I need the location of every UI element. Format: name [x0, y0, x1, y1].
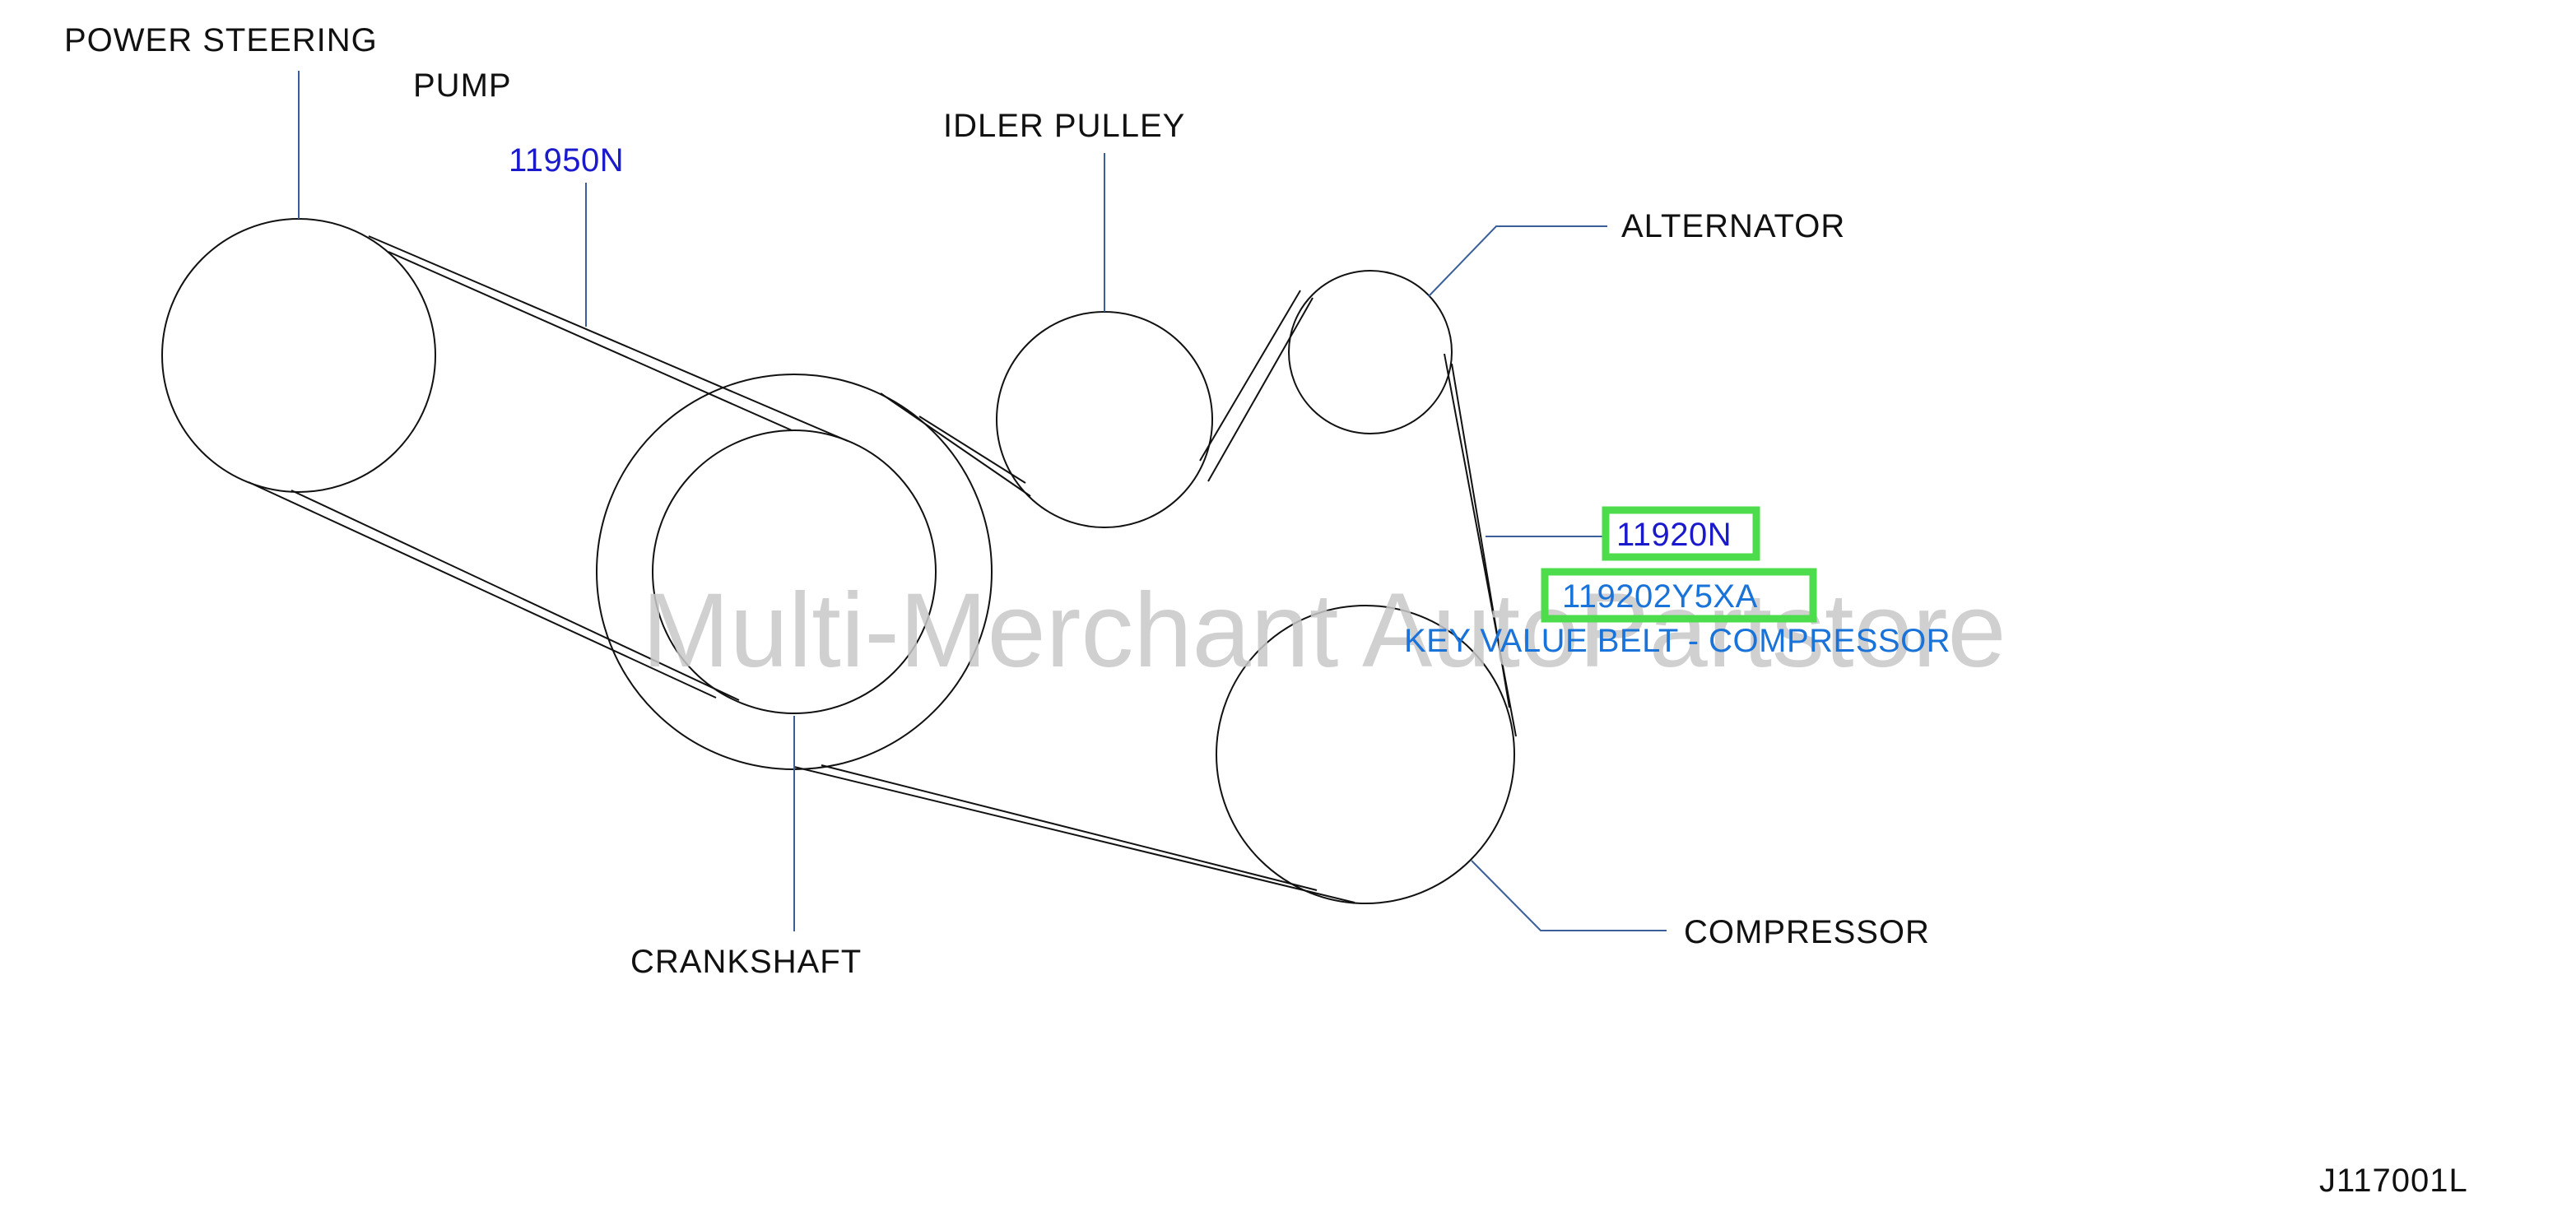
crankshaft-label: CRANKSHAFT	[630, 944, 862, 980]
figure-id: J117001L	[2319, 1163, 2468, 1199]
part-name-compressor-belt[interactable]: KEY VALUE BELT - COMPRESSOR	[1404, 623, 1951, 659]
compressor-leader	[1471, 860, 1667, 931]
watermark: Multi-Merchant AutoPartstore	[642, 572, 2006, 689]
alternator-label: ALTERNATOR	[1621, 208, 1845, 244]
highlight-box-11920n	[1602, 506, 1760, 561]
idler-pulley-label: IDLER PULLEY	[943, 108, 1185, 144]
compressor-label: COMPRESSOR	[1684, 914, 1930, 950]
power-steering-pump-label-line1: POWER STEERING	[64, 22, 378, 58]
alternator-pulley	[1288, 270, 1453, 434]
alternator-leader	[1428, 225, 1607, 297]
part-link-119202y5xa[interactable]: 119202Y5XA	[1562, 578, 1758, 615]
part-link-11920n[interactable]: 11920N	[1616, 517, 1732, 553]
crankshaft-inner-pulley	[652, 429, 937, 714]
power-steering-belt	[248, 235, 849, 701]
part-link-11950n[interactable]: 11950N	[509, 142, 624, 179]
power-steering-pump-pulley	[161, 218, 436, 493]
highlight-box-119202y5xa	[1541, 568, 1817, 623]
compressor-belt	[793, 290, 1517, 903]
power-steering-pump-label-line2: PUMP	[413, 67, 512, 104]
compressor-pulley	[1216, 605, 1515, 904]
leader-lines	[298, 71, 1667, 931]
